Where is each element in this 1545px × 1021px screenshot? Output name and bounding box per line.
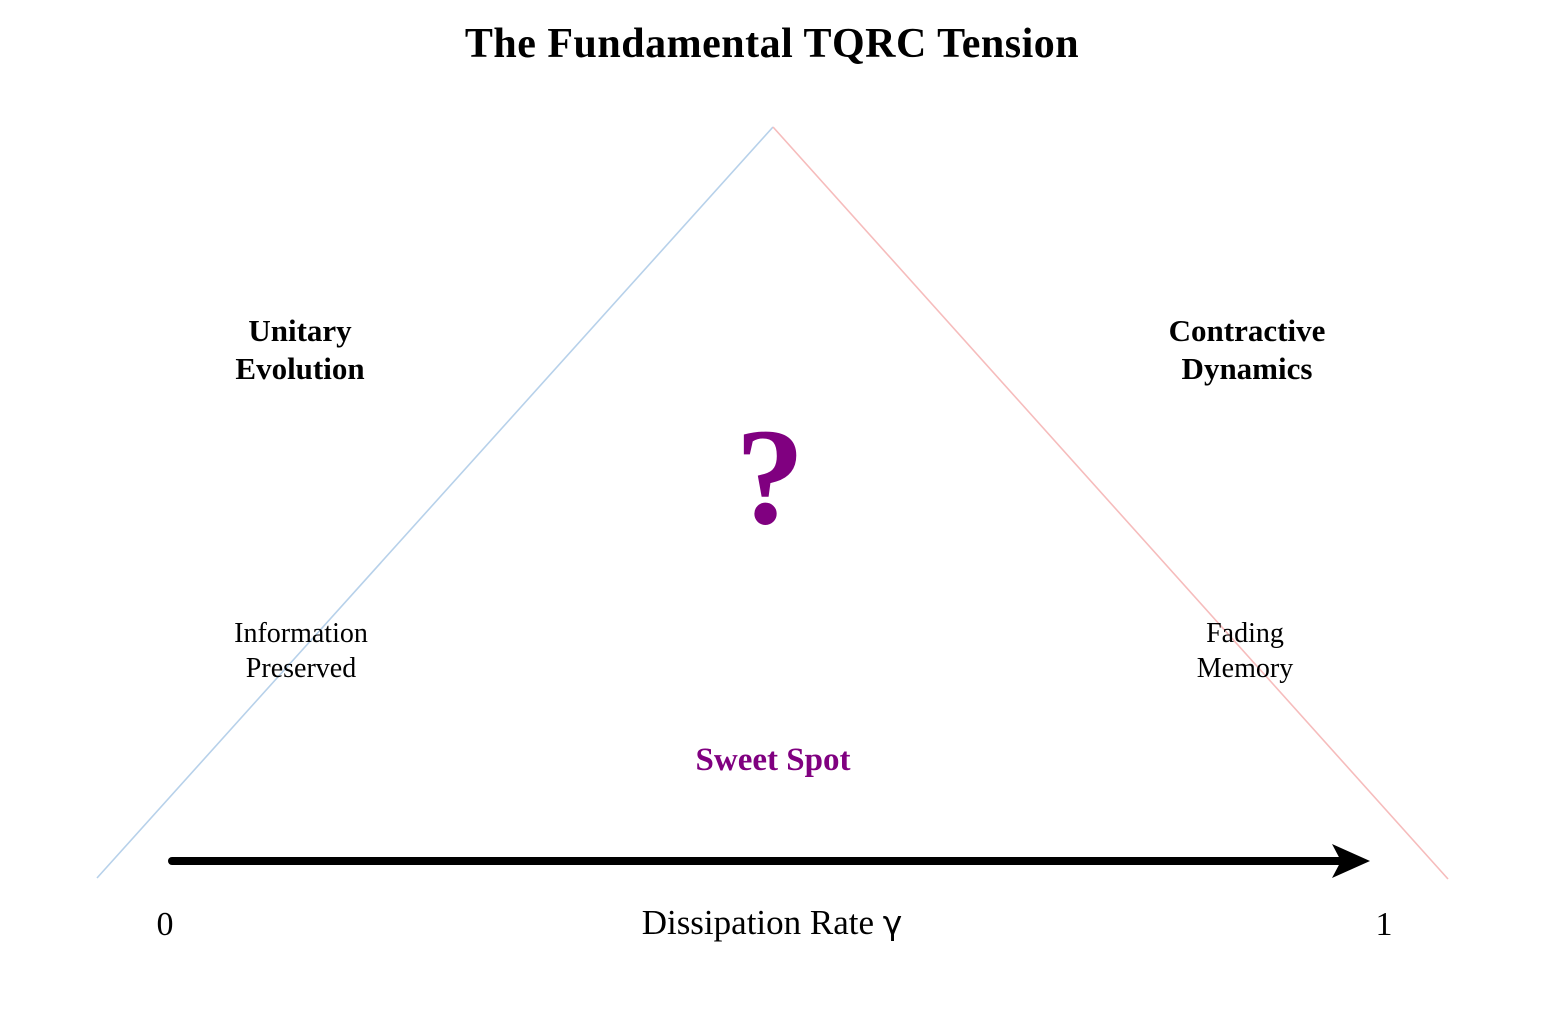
contractive-dynamics-label: Contractive Dynamics xyxy=(1169,312,1326,388)
contractive-slope-line xyxy=(772,126,1449,880)
unitary-evolution-label: Unitary Evolution xyxy=(235,312,364,388)
fading-memory-label: Fading Memory xyxy=(1197,616,1293,686)
unitary-evolution-line2: Evolution xyxy=(235,351,365,386)
information-preserved-label: Information Preserved xyxy=(234,616,368,686)
sweet-spot-label: Sweet Spot xyxy=(695,742,851,778)
contractive-dynamics-line1: Contractive xyxy=(1168,313,1326,348)
unitary-evolution-line1: Unitary xyxy=(248,313,352,348)
information-preserved-line2: Preserved xyxy=(245,653,357,684)
fading-memory-line1: Fading xyxy=(1206,618,1284,649)
axis-title-text: Dissipation Rate xyxy=(641,903,883,942)
axis-title: Dissipation Rate γ xyxy=(642,903,903,943)
diagram-title: The Fundamental TQRC Tension xyxy=(464,21,1080,67)
fading-memory-line2: Memory xyxy=(1196,653,1294,684)
gamma-symbol: γ xyxy=(882,903,903,942)
contractive-dynamics-line2: Dynamics xyxy=(1181,351,1313,386)
axis-min-tick-label: 0 xyxy=(156,906,174,943)
question-mark: ? xyxy=(735,400,805,553)
information-preserved-line1: Information xyxy=(234,618,368,649)
axis-arrow-head-icon xyxy=(1332,844,1370,878)
axis-max-tick-label: 1 xyxy=(1375,906,1393,943)
unitary-slope-line xyxy=(96,126,774,879)
